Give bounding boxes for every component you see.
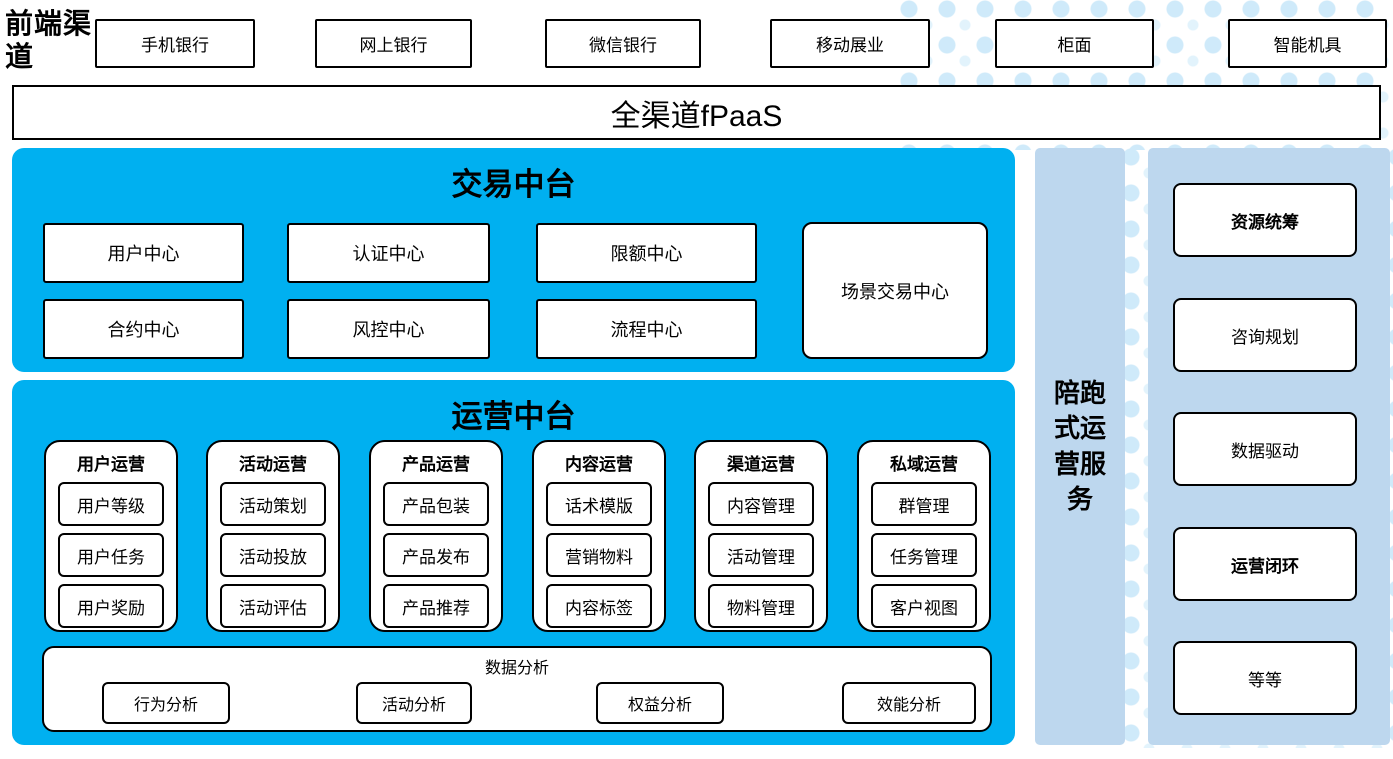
op-item: 用户奖励 [58, 584, 164, 628]
operation-platform-section: 运营中台 用户运营 用户等级 用户任务 用户奖励 活动运营 活动策划 活动投放 … [12, 380, 1015, 745]
center-box-auth: 认证中心 [287, 223, 490, 283]
op-column-title: 内容运营 [565, 455, 633, 474]
front-channels-label: 前端渠道 [5, 7, 93, 74]
transaction-platform-section: 交易中台 用户中心 认证中心 限额中心 合约中心 风控中心 流程中心 场景交易中… [12, 148, 1015, 372]
op-column-product: 产品运营 产品包装 产品发布 产品推荐 [369, 440, 503, 632]
op-column-private-domain: 私域运营 群管理 任务管理 客户视图 [857, 440, 991, 632]
op-column-channel: 渠道运营 内容管理 活动管理 物料管理 [694, 440, 828, 632]
center-box-process: 流程中心 [536, 299, 757, 359]
op-item: 内容标签 [546, 584, 652, 628]
channel-box-online-banking: 网上银行 [315, 19, 472, 68]
side-services-column: 资源统筹 咨询规划 数据驱动 运营闭环 等等 [1148, 148, 1390, 745]
center-box-scenario-transaction: 场景交易中心 [802, 222, 988, 359]
channel-box-smart-machines: 智能机具 [1228, 19, 1387, 68]
accompany-service-column: 陪跑式运营服务 [1035, 148, 1125, 745]
op-column-title: 活动运营 [239, 455, 307, 474]
data-analysis-title: 数据分析 [484, 660, 549, 677]
center-box-limit: 限额中心 [536, 223, 757, 283]
op-column-title: 产品运营 [402, 455, 470, 474]
op-item: 产品包装 [383, 482, 489, 526]
op-item: 营销物料 [546, 533, 652, 577]
analysis-item-benefit: 权益分析 [596, 682, 724, 724]
analysis-item-efficiency: 效能分析 [842, 682, 976, 724]
op-item: 用户等级 [58, 482, 164, 526]
op-item: 群管理 [871, 482, 977, 526]
channel-box-mobile-banking: 手机银行 [95, 19, 255, 68]
op-item: 任务管理 [871, 533, 977, 577]
service-box-resource-coordination: 资源统筹 [1173, 183, 1357, 257]
center-box-contract: 合约中心 [43, 299, 244, 359]
omni-channel-fpaas-banner: 全渠道fPaaS [12, 85, 1381, 140]
op-item: 活动投放 [220, 533, 326, 577]
op-column-title: 私域运营 [890, 455, 958, 474]
op-column-activity: 活动运营 活动策划 活动投放 活动评估 [206, 440, 340, 632]
op-item: 内容管理 [708, 482, 814, 526]
analysis-item-behavior: 行为分析 [102, 682, 230, 724]
op-column-user: 用户运营 用户等级 用户任务 用户奖励 [44, 440, 178, 632]
operation-platform-title: 运营中台 [451, 399, 576, 434]
op-item: 产品发布 [383, 533, 489, 577]
op-item: 客户视图 [871, 584, 977, 628]
op-item: 活动评估 [220, 584, 326, 628]
op-item: 活动策划 [220, 482, 326, 526]
op-item: 话术模版 [546, 482, 652, 526]
op-item: 产品推荐 [383, 584, 489, 628]
center-box-user: 用户中心 [43, 223, 244, 283]
center-box-risk: 风控中心 [287, 299, 490, 359]
op-column-title: 渠道运营 [727, 455, 795, 474]
op-item: 活动管理 [708, 533, 814, 577]
channel-box-wechat-banking: 微信银行 [545, 19, 701, 68]
op-item: 物料管理 [708, 584, 814, 628]
service-box-consulting-planning: 咨询规划 [1173, 298, 1357, 372]
banner-title: 全渠道fPaaS [610, 99, 783, 133]
accompany-service-label: 陪跑式运营服务 [1053, 378, 1106, 514]
op-item: 用户任务 [58, 533, 164, 577]
op-column-content: 内容运营 话术模版 营销物料 内容标签 [532, 440, 666, 632]
service-box-data-driven: 数据驱动 [1173, 412, 1357, 486]
service-box-etc: 等等 [1173, 641, 1357, 715]
data-analysis-panel: 数据分析 行为分析 活动分析 权益分析 效能分析 [42, 646, 992, 732]
analysis-item-activity: 活动分析 [356, 682, 472, 724]
op-column-title: 用户运营 [77, 455, 145, 474]
service-box-operation-loop: 运营闭环 [1173, 527, 1357, 601]
channel-box-counter: 柜面 [995, 19, 1154, 68]
channel-box-mobile-business: 移动展业 [770, 19, 930, 68]
transaction-platform-title: 交易中台 [451, 167, 576, 202]
